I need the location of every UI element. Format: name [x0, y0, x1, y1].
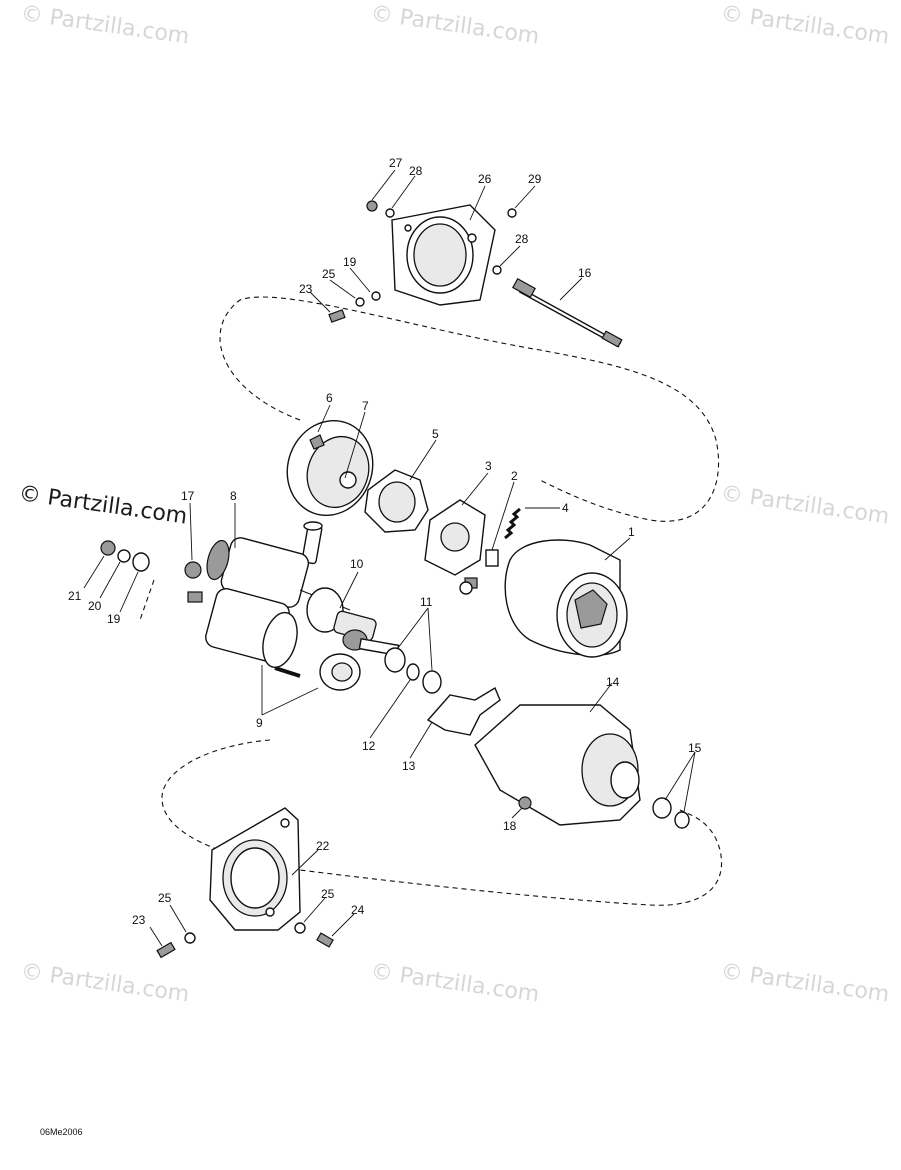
callout-12: 12	[362, 739, 376, 753]
yoke-1	[504, 539, 628, 658]
callout-23-bottom: 23	[132, 913, 146, 927]
callout-3: 3	[485, 459, 492, 473]
watermark-top-left: © Partzilla.com	[19, 1, 191, 49]
callout-28-right: 28	[515, 232, 529, 246]
callout-27: 27	[389, 156, 403, 170]
callout-18: 18	[503, 819, 517, 833]
watermark-bottom-center: © Partzilla.com	[369, 959, 541, 1007]
lever-13	[426, 686, 501, 736]
upper-dashed-loop	[219, 296, 720, 522]
washers-11-12	[384, 647, 442, 694]
watermark-bottom-right: © Partzilla.com	[719, 959, 891, 1007]
callout-11: 11	[420, 595, 433, 609]
callout-19-top: 19	[343, 255, 357, 269]
callout-2: 2	[511, 469, 518, 483]
callout-13: 13	[402, 759, 416, 773]
lower-dashed-loop	[161, 739, 722, 906]
plunger-9	[319, 653, 361, 691]
spring-4	[504, 507, 521, 540]
bracket-26	[391, 204, 496, 306]
drive-housing-14	[474, 704, 641, 826]
callout-4: 4	[562, 501, 569, 515]
bracket-22	[209, 807, 301, 931]
watermark-top-center: © Partzilla.com	[369, 1, 541, 49]
watermark-mid-right: © Partzilla.com	[719, 481, 891, 529]
callout-22: 22	[316, 839, 330, 853]
end-cover-6	[286, 419, 374, 517]
solenoid-9	[187, 587, 301, 678]
callout-25-top: 25	[322, 267, 336, 281]
callout-7: 7	[362, 399, 369, 413]
callout-25-left: 25	[158, 891, 172, 905]
callout-20: 20	[88, 599, 102, 613]
drive-10	[306, 587, 400, 657]
callout-14: 14	[606, 675, 620, 689]
armature-8	[206, 537, 351, 611]
callout-17: 17	[181, 489, 195, 503]
callout-9: 9	[256, 716, 263, 730]
leader-lines	[83, 169, 696, 947]
callout-labels: 27 28 26 29 28 19 25 23 16 6 7 5 3 2 4 1…	[68, 156, 702, 927]
bushings-15	[652, 797, 690, 829]
callout-6: 6	[326, 391, 333, 405]
callout-21: 21	[68, 589, 82, 603]
watermark-bottom-left: © Partzilla.com	[19, 959, 191, 1007]
watermark-mid-left: © Partzilla.com	[17, 481, 189, 529]
callout-8: 8	[230, 489, 237, 503]
callout-10: 10	[350, 557, 364, 571]
callout-28-top: 28	[409, 164, 423, 178]
callout-24: 24	[351, 903, 365, 917]
callout-25-right: 25	[321, 887, 335, 901]
long-bolt-16	[512, 277, 623, 348]
callout-26: 26	[478, 172, 492, 186]
callout-23-top: 23	[299, 282, 313, 296]
hardware-top	[328, 200, 517, 323]
plate-5	[364, 469, 429, 533]
callout-29: 29	[528, 172, 542, 186]
callout-19-left: 19	[107, 612, 121, 626]
diagram-code: 06Me2006	[40, 1127, 83, 1137]
callout-16: 16	[578, 266, 592, 280]
callout-5: 5	[432, 427, 439, 441]
hardware-bottom	[156, 922, 334, 959]
callout-1: 1	[628, 525, 635, 539]
pin-7	[301, 521, 323, 565]
brush-holder-3	[424, 499, 486, 589]
watermark-top-right: © Partzilla.com	[719, 1, 891, 49]
hardware-left	[100, 540, 202, 621]
callout-15: 15	[688, 741, 702, 755]
